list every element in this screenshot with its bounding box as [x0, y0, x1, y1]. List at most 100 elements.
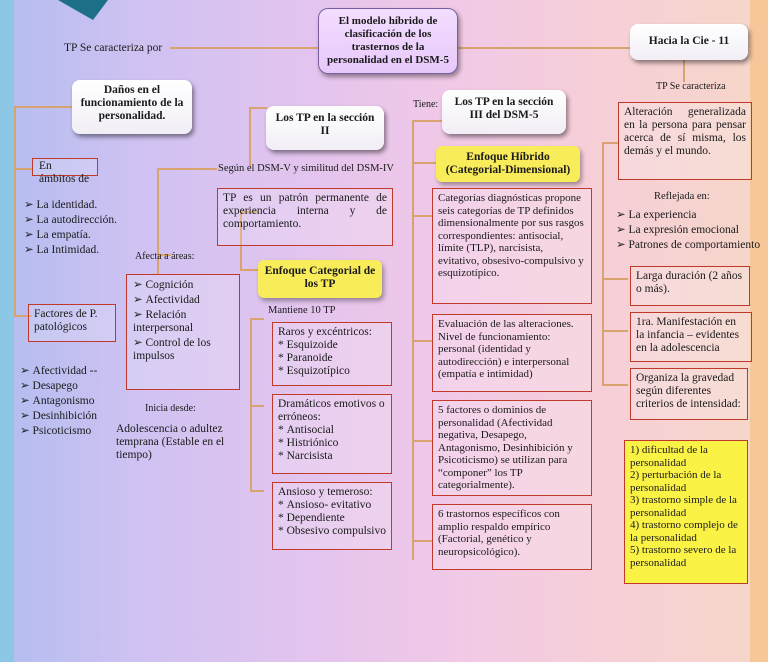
connector-line [240, 269, 258, 271]
factores-list: Afectividad -- Desapego Antagonismo Desi… [20, 365, 130, 440]
list-item: Cognición [133, 279, 233, 292]
larga-box: Larga duración (2 años o más). [630, 266, 750, 306]
section3-header: Los TP en la sección III del DSM-5 [442, 90, 566, 134]
connector-line [412, 215, 432, 217]
connector-line [14, 106, 72, 108]
connector-line [412, 440, 432, 442]
gravedad-item: 4) trastorno complejo de la personalidad [630, 519, 738, 544]
main-title: El modelo híbrido de clasificación de lo… [318, 8, 458, 74]
factores-label: Factores de P. patológicos [28, 304, 116, 342]
connector-line [240, 211, 258, 213]
connector-line [683, 60, 685, 82]
connector-line [157, 168, 159, 254]
alteracion-box: Alteración generalizada en la persona pa… [618, 102, 752, 180]
enfoque-categorial: Enfoque Categorial de los TP [258, 260, 382, 298]
section3-box-2: Evaluación de las alteraciones. Nivel de… [432, 314, 592, 392]
section3-box-3: 5 factores o dominios de personalidad (A… [432, 400, 592, 496]
inicia-label: Inicia desde: [145, 403, 196, 414]
list-item: Antagonismo [20, 395, 130, 408]
connector-line [157, 168, 217, 170]
list-item: La empatía. [24, 229, 124, 242]
list-item: Control de los impulsos [133, 337, 233, 363]
cluster-item: Dependiente [278, 512, 386, 525]
gravedad-item: 2) perturbación de la personalidad [630, 469, 722, 494]
cluster-item: Obsesivo compulsivo [278, 525, 386, 538]
inicia-text: Adolescencia o adultez temprana (Estable… [116, 423, 225, 461]
list-item: Patrones de comportamiento [616, 239, 762, 252]
list-item: La identidad. [24, 199, 124, 212]
connector-line [602, 384, 628, 386]
left-header: Daños en el funcionamiento de la persona… [72, 80, 192, 134]
connector-line [602, 142, 618, 144]
section2-header: Los TP en la sección II [266, 106, 384, 150]
connector-line [602, 330, 628, 332]
reflejada-list: La experiencia La expresión emocional Pa… [616, 209, 762, 254]
afecta-label: Afecta a áreas: [135, 251, 195, 262]
section3-box-4: 6 trastornos específicos con amplio resp… [432, 504, 592, 570]
cluster-item: Esquizoide [278, 339, 386, 352]
list-item: La autodirección. [24, 214, 124, 227]
list-item: La experiencia [616, 209, 762, 222]
ambitos-label: En ámbitos de [32, 158, 98, 185]
connector-line [14, 168, 32, 170]
gravedad-item: 5) trastorno severo de la personalidad [630, 544, 737, 569]
connector-line [14, 106, 16, 316]
list-item: Desinhibición [20, 410, 130, 423]
connector-line [250, 318, 264, 320]
cluster-item: Antisocial [278, 424, 386, 437]
organiza-box: Organiza la gravedad según diferentes cr… [630, 368, 748, 420]
connector-line [412, 340, 432, 342]
left-connector-label: TP Se caracteriza por [64, 42, 163, 54]
cluster-box-a: Raros y excéntricos: Esquizoide Paranoid… [272, 322, 392, 386]
mantiene-label: Mantiene 10 TP [268, 305, 336, 316]
connector-line [412, 162, 436, 164]
cluster-box-b: Dramáticos emotivos o erróneos: Antisoci… [272, 394, 392, 474]
cluster-title: Dramáticos emotivos o erróneos: [278, 398, 385, 423]
list-item: Afectividad [133, 294, 233, 307]
connector-line [412, 120, 442, 122]
connector-line [602, 278, 628, 280]
cluster-box-c: Ansioso y temeroso: Ansioso- evitativo D… [272, 482, 392, 550]
right-strip [750, 0, 768, 662]
connector-line [250, 490, 264, 492]
connector-line [157, 254, 171, 256]
list-item: Relación interpersonal [133, 309, 233, 335]
primera-box: 1ra. Manifestación en la infancia – evid… [630, 312, 752, 362]
tiene-label: Tiene: [413, 99, 439, 110]
list-item: La Intimidad. [24, 244, 124, 257]
enfoque-hibrido: Enfoque Híbrido (Categorial-Dimensional) [436, 146, 580, 182]
gravedad-item: 1) dificultad de la personalidad [630, 444, 708, 469]
section3-box-1: Categorías diagnósticas propone seis cat… [432, 188, 592, 304]
connector-line [249, 107, 251, 167]
list-item: Afectividad -- [20, 365, 130, 378]
gravedad-box: 1) dificultad de la personalidad 2) pert… [624, 440, 748, 584]
list-item: La expresión emocional [616, 224, 762, 237]
caracteriza-label: TP Se caracteriza [656, 81, 726, 92]
cie11-header: Hacia la Cie - 11 [630, 24, 748, 60]
ambitos-list: La identidad. La autodirección. La empat… [24, 199, 124, 259]
list-item: Psicoticismo [20, 425, 130, 438]
connector-line [250, 405, 264, 407]
corner-decoration [58, 0, 108, 20]
cluster-title: Raros y excéntricos: [278, 326, 372, 338]
connector-line [412, 540, 432, 542]
definition-box: TP es un patrón permanente de experienci… [217, 188, 393, 246]
connector-line [249, 107, 267, 109]
segun-label: Según el DSM-V y similitud del DSM-IV [218, 163, 394, 174]
connector-line [602, 142, 604, 384]
connector-line [170, 47, 318, 49]
cluster-item: Narcisista [278, 450, 386, 463]
connector-line [250, 318, 252, 490]
reflejada-label: Reflejada en: [654, 191, 710, 202]
connector-line [157, 254, 159, 274]
cluster-item: Ansioso- evitativo [278, 499, 386, 512]
cluster-item: Esquizotípico [278, 365, 386, 378]
gravedad-item: 3) trastorno simple de la personalidad [630, 494, 737, 519]
cluster-item: Histriónico [278, 437, 386, 450]
cluster-item: Paranoide [278, 352, 386, 365]
connector-line [240, 211, 242, 269]
connector-line [14, 315, 32, 317]
connector-line [458, 47, 630, 49]
list-item: Desapego [20, 380, 130, 393]
cluster-title: Ansioso y temeroso: [278, 486, 373, 498]
